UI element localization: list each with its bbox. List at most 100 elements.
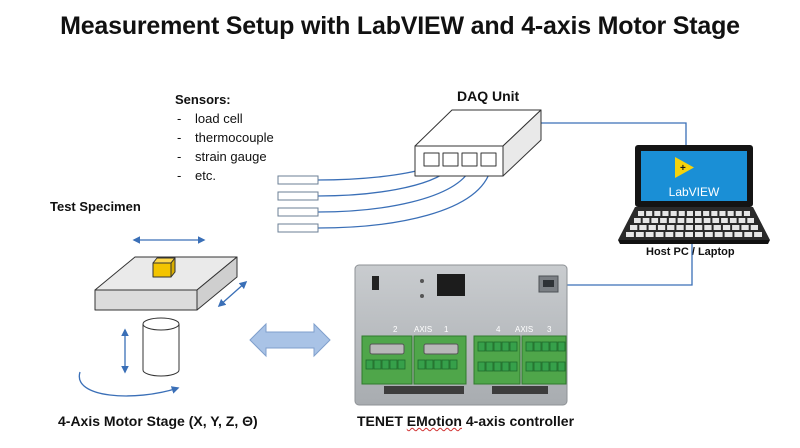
ethernet-port-opening xyxy=(543,280,554,287)
terminal-block xyxy=(425,359,434,370)
terminal-block xyxy=(365,359,374,370)
laptop-key xyxy=(721,218,728,223)
laptop-key xyxy=(648,225,656,230)
stage-cylinder xyxy=(142,324,180,377)
terminal-block xyxy=(477,341,486,352)
laptop-key xyxy=(660,218,667,223)
terminal-block xyxy=(389,359,398,370)
laptop-key xyxy=(686,218,693,223)
laptop-key xyxy=(668,218,676,223)
controller-switch xyxy=(372,276,379,290)
laptop-key xyxy=(722,225,731,230)
sensors-heading: Sensors: xyxy=(175,92,231,107)
laptop-key xyxy=(704,225,712,230)
laptop-key xyxy=(695,211,702,216)
laptop-key xyxy=(703,211,710,216)
terminal-block xyxy=(541,361,550,372)
daq-port xyxy=(423,152,440,167)
laptop-key xyxy=(634,218,641,223)
y-axis-arrow xyxy=(217,280,248,308)
laptop-key xyxy=(662,211,669,216)
daq-to-laptop-cable xyxy=(517,122,687,145)
axis-number-label: 1 xyxy=(444,325,449,334)
axis-number-label: 2 xyxy=(393,325,398,334)
laptop-key xyxy=(638,211,645,216)
specimen-front xyxy=(152,262,172,278)
terminal-block xyxy=(549,341,558,352)
laptop-key xyxy=(750,225,758,230)
controller-led xyxy=(420,279,424,283)
theta-rotation-arrow xyxy=(78,371,180,397)
terminal-block xyxy=(549,361,558,372)
sensor-item: thermocouple xyxy=(175,128,274,147)
terminal-block xyxy=(533,341,542,352)
laptop: + LabVIEW xyxy=(618,145,770,244)
laptop-key xyxy=(654,211,661,216)
laptop-key xyxy=(655,232,664,237)
laptop-key xyxy=(630,225,638,230)
laptop-key xyxy=(743,211,750,216)
labview-logo-icon xyxy=(675,157,694,178)
labview-plus-icon: + xyxy=(680,163,686,174)
daq-unit xyxy=(414,109,542,177)
laptop-key xyxy=(727,211,734,216)
terminal-block xyxy=(477,361,486,372)
laptop-screen xyxy=(641,151,747,201)
laptop-key xyxy=(744,232,753,237)
laptop-key xyxy=(719,211,726,216)
terminal-block xyxy=(525,341,534,352)
terminal-block xyxy=(509,341,518,352)
terminal-block xyxy=(485,341,494,352)
controller-label-suffix: 4-axis controller xyxy=(462,413,575,429)
terminal-block xyxy=(493,341,502,352)
sensor-connector xyxy=(277,175,319,185)
terminal-block xyxy=(449,359,458,370)
laptop-label: Host PC / Laptop xyxy=(646,246,735,258)
laptop-key xyxy=(645,232,654,237)
laptop-key xyxy=(735,211,742,216)
motor-stage xyxy=(94,256,238,377)
terminal-block xyxy=(485,361,494,372)
laptop-key xyxy=(695,232,703,237)
terminal-block xyxy=(373,359,382,370)
laptop-key xyxy=(747,218,754,223)
laptop-key xyxy=(695,225,703,230)
ribbon-header xyxy=(492,386,548,394)
laptop-key xyxy=(732,225,740,230)
specimen-side xyxy=(170,257,176,278)
laptop-key xyxy=(711,211,718,216)
laptop-key xyxy=(734,232,743,237)
terminal-block xyxy=(417,359,426,370)
laptop-key xyxy=(642,218,650,223)
stage-plate-front xyxy=(94,289,198,311)
sensor-cable xyxy=(317,167,492,229)
sensor-item: strain gauge xyxy=(175,147,274,166)
controller-board: 2 AXIS 1 4 AXIS 3 xyxy=(354,264,568,406)
laptop-key xyxy=(676,225,684,230)
sensor-connector xyxy=(277,191,319,201)
laptop-key xyxy=(712,218,720,223)
laptop-key xyxy=(675,232,684,237)
laptop-key xyxy=(685,225,693,230)
daq-label: DAQ Unit xyxy=(457,88,520,104)
laptop-keys xyxy=(626,211,762,237)
specimen-block xyxy=(152,257,176,278)
laptop-key xyxy=(703,218,711,223)
dsub-connector xyxy=(369,343,405,355)
controller-led xyxy=(420,294,424,298)
laptop-key xyxy=(665,232,674,237)
controller-display xyxy=(437,274,465,296)
axis-number-label: 3 xyxy=(547,325,552,334)
terminal-block xyxy=(501,341,510,352)
daq-port xyxy=(442,152,459,167)
controller-to-laptop-cable xyxy=(558,240,693,286)
cables xyxy=(317,122,693,286)
laptop-key xyxy=(738,218,746,223)
axis-caption-label: AXIS xyxy=(515,325,533,334)
laptop-key xyxy=(639,225,647,230)
laptop-key xyxy=(686,211,693,216)
stage-controller-double-arrow xyxy=(249,322,331,358)
ribbon-header xyxy=(384,386,464,394)
stage-cylinder-top xyxy=(142,317,180,331)
stage-plate-side xyxy=(196,256,238,311)
